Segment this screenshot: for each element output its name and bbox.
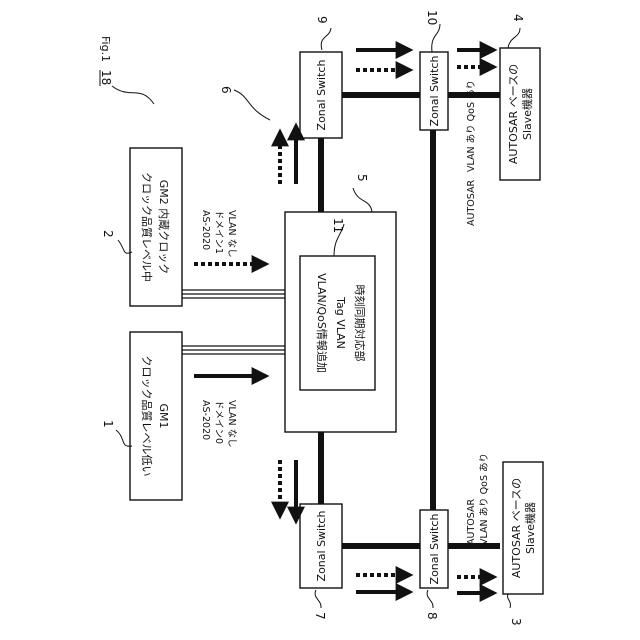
gm1-line2: クロック品質レベル低い — [140, 356, 154, 477]
gm2-annotation: AS-2020 ドメイン1 VLAN なし — [200, 210, 237, 258]
gm1-box — [130, 332, 182, 500]
ref-network: 6 — [219, 86, 233, 94]
gm1-ann-domain: ドメイン0 — [213, 400, 224, 444]
gm1-annotation: AS-2020 ドメイン0 VLAN なし — [200, 400, 237, 448]
gm2-ann-domain: ドメイン1 — [213, 210, 224, 254]
gm2-line2: クロック品質レベル中 — [140, 172, 154, 282]
slave-bottom-box — [503, 462, 543, 594]
slave-top-annotation: VLAN あり QoS あり — [466, 80, 477, 172]
ref-sync-unit: 11 — [331, 218, 345, 233]
ref-switch-tr: 10 — [425, 10, 439, 25]
ref-bridge: 5 — [355, 174, 369, 182]
slave-bottom-line2: Slave機器 — [523, 502, 537, 554]
slave-bottom-ann-qos: VLAN あり QoS あり — [479, 453, 490, 545]
gm1-line1: GM1 — [157, 403, 170, 428]
ref-switch-br: 8 — [425, 612, 439, 620]
gm2-ann-vlan: VLAN なし — [226, 210, 237, 258]
sync-unit-line3: VLAN/QoS情報追加 — [315, 273, 329, 373]
switch-bottom-right-label: Zonal Switch — [428, 514, 441, 585]
slave-top-annotation-2: AUTOSAR — [466, 180, 477, 226]
slave-bottom-ann-autosar: AUTOSAR — [466, 499, 477, 545]
gm1-ann-vlan: VLAN なし — [226, 400, 237, 448]
slave-top-line2: Slave機器 — [520, 88, 534, 140]
slave-bottom-line1: AUTOSAR ベースの — [510, 478, 523, 578]
slave-top-box — [500, 48, 540, 180]
gm2-box — [130, 148, 182, 306]
ref-gm1: 1 — [101, 420, 115, 428]
ref-slave-top: 4 — [511, 14, 525, 22]
switch-top-right-label: Zonal Switch — [428, 56, 441, 127]
gm2-ann-std: AS-2020 — [200, 210, 211, 250]
ref-switch-bl: 7 — [313, 612, 327, 620]
gm-connections — [182, 290, 300, 354]
switch-top-left-label: Zonal Switch — [315, 60, 328, 131]
ref-system: 18 — [99, 70, 113, 85]
switch-bottom-left-label: Zonal Switch — [315, 511, 328, 582]
slave-top-line1: AUTOSAR ベースの — [507, 64, 520, 164]
ref-switch-tl: 9 — [315, 16, 329, 24]
slave-top-ann-qos: VLAN あり QoS あり — [466, 80, 477, 172]
ref-gm2: 2 — [101, 230, 115, 238]
gm2-line1: GM2 内蔵クロック — [157, 180, 171, 275]
figure-label: Fig.1 — [99, 36, 112, 62]
ref-slave-bottom: 3 — [509, 618, 523, 626]
sync-unit-line1: 時刻同期対応部 — [353, 285, 367, 362]
slave-bottom-annotation: AUTOSAR VLAN あり QoS あり — [466, 453, 490, 545]
slave-top-ann-autosar: AUTOSAR — [466, 180, 477, 226]
gm1-ann-std: AS-2020 — [200, 400, 211, 440]
sync-unit-line2: Tag VLAN — [334, 296, 347, 349]
